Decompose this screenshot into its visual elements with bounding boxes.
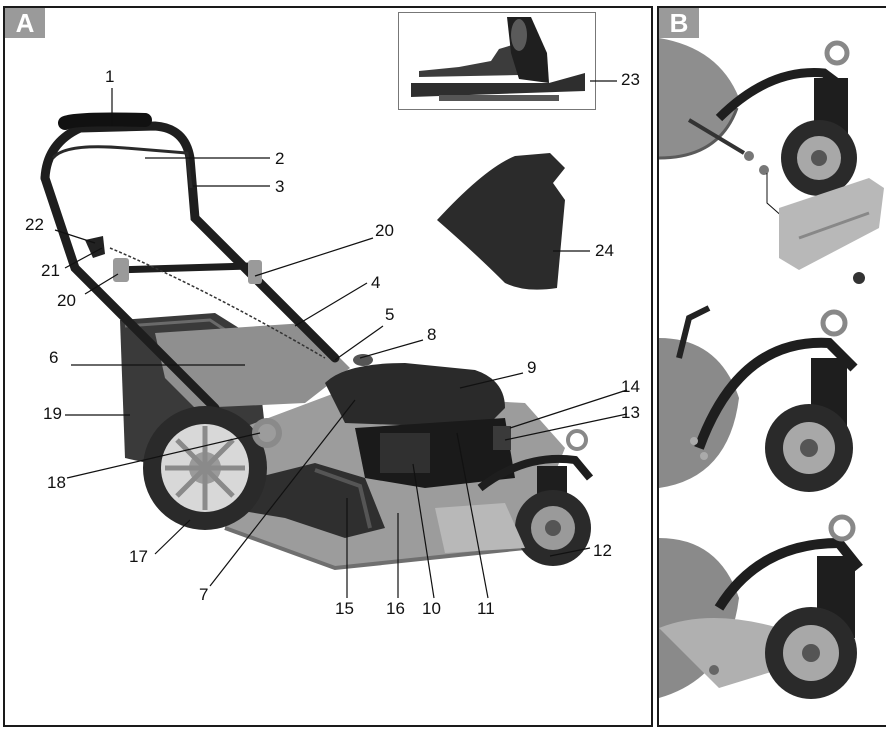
callout-12: 12 <box>593 541 612 560</box>
callout-4: 4 <box>371 273 381 292</box>
callout-22: 22 <box>25 215 44 234</box>
mulching-plug-illustration <box>411 17 585 101</box>
callout-19: 19 <box>43 404 62 423</box>
callout-20-left: 20 <box>57 291 76 310</box>
callout-9: 9 <box>527 358 537 377</box>
panel-b-label: B <box>659 8 699 38</box>
callout-14: 14 <box>621 377 640 396</box>
callout-7: 7 <box>199 585 209 604</box>
callout-17: 17 <box>129 547 148 566</box>
callout-1: 1 <box>105 67 115 86</box>
callout-13: 13 <box>621 403 640 422</box>
callout-6: 6 <box>49 348 59 367</box>
callout-11: 11 <box>477 599 495 618</box>
panel-b: B <box>657 6 886 727</box>
callout-20-top: 20 <box>375 221 394 240</box>
assembly-step-1 <box>659 38 884 284</box>
leader-lines <box>54 80 628 599</box>
assembly-step-3 <box>659 514 863 699</box>
callout-23: 23 <box>621 70 640 89</box>
assembly-step-2 <box>659 305 858 492</box>
callout-3: 3 <box>275 177 285 196</box>
callout-15: 15 <box>335 599 354 618</box>
callout-10: 10 <box>422 599 441 618</box>
callout-2: 2 <box>275 149 285 168</box>
callout-5: 5 <box>385 305 395 324</box>
inset-part-23 <box>398 12 596 110</box>
panel-a: A <box>3 6 653 727</box>
callout-16: 16 <box>386 599 405 618</box>
callout-21: 21 <box>41 261 60 280</box>
panel-a-label: A <box>5 8 45 38</box>
callout-24: 24 <box>595 241 614 260</box>
lawn-mower-illustration <box>40 80 628 599</box>
front-wheel-assembly-steps <box>659 38 886 699</box>
callout-8: 8 <box>427 325 437 344</box>
mulching-wedge-part <box>437 153 565 290</box>
callout-18: 18 <box>47 473 66 492</box>
